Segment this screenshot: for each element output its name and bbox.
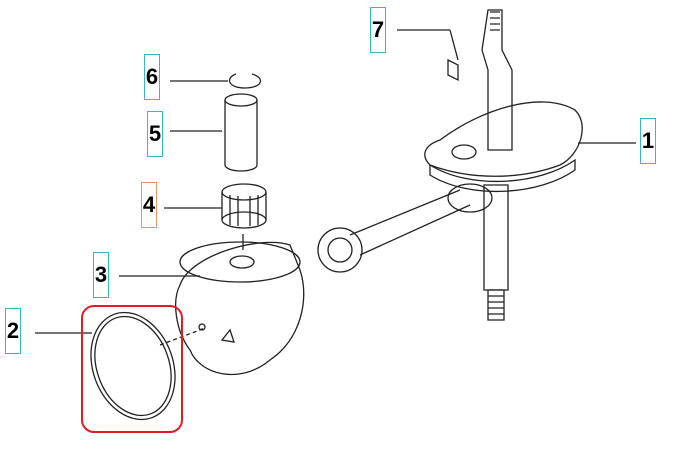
callout-3[interactable]: 3 [93,252,109,298]
callout-5[interactable]: 5 [147,111,163,157]
piston [175,241,305,376]
piston-pin [224,93,258,172]
callout-6[interactable]: 6 [144,54,160,100]
leader-lines [35,29,636,346]
crankshaft [424,9,583,321]
needle-bearing [221,183,267,229]
callout-1[interactable]: 1 [640,118,656,164]
connecting-rod [317,183,493,273]
selection-highlight [81,305,183,433]
circlip [228,73,262,89]
callout-2[interactable]: 2 [5,308,21,354]
piston-ring [90,311,176,421]
callout-7[interactable]: 7 [370,7,386,53]
callout-4[interactable]: 4 [141,182,157,228]
